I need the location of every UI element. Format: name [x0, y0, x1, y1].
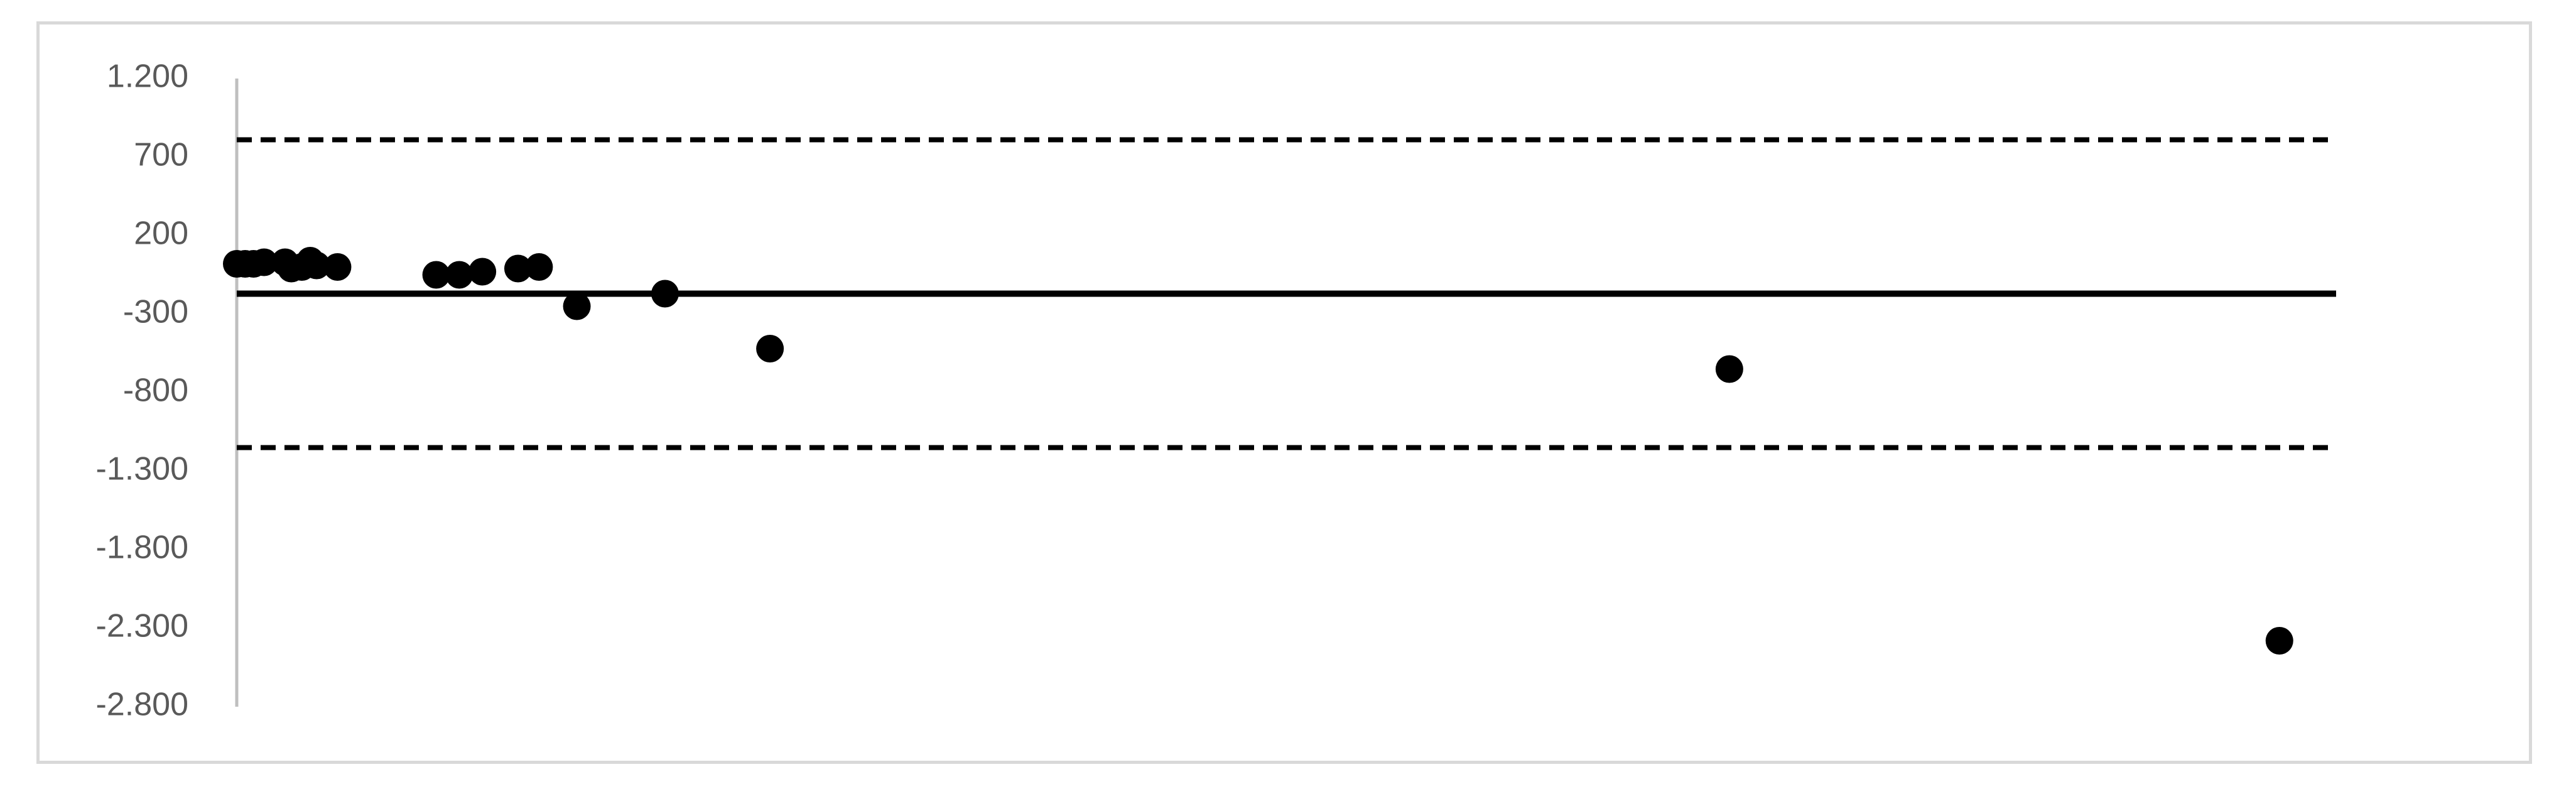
y-tick-label: -300 — [123, 294, 188, 330]
y-tick-label: -2.800 — [96, 687, 188, 723]
data-point — [303, 251, 331, 280]
y-tick-label: 1.200 — [107, 58, 188, 95]
chart-area — [36, 21, 2532, 764]
data-point — [323, 253, 352, 281]
data-point — [2265, 627, 2293, 655]
y-tick-label: -1.300 — [96, 451, 188, 487]
data-point — [445, 261, 474, 289]
y-tick-label: -800 — [123, 373, 188, 409]
data-point — [468, 258, 497, 286]
y-tick-label: -1.800 — [96, 530, 188, 566]
data-point — [563, 292, 591, 320]
data-points — [223, 247, 2293, 655]
data-point — [756, 335, 784, 362]
y-tick-label: 700 — [134, 137, 188, 173]
data-point — [651, 280, 679, 308]
y-tick-label: 200 — [134, 215, 188, 252]
y-tick-label: -2.300 — [96, 608, 188, 645]
y-axis: 1.200 700 200 -300 -800 -1.300 -1.800 -2.300 -2.… — [96, 58, 239, 723]
data-point — [504, 254, 532, 283]
reference-lines — [237, 137, 2336, 450]
data-point — [250, 248, 278, 276]
data-point — [422, 261, 450, 289]
data-point — [1715, 355, 1743, 383]
data-point — [525, 253, 553, 281]
